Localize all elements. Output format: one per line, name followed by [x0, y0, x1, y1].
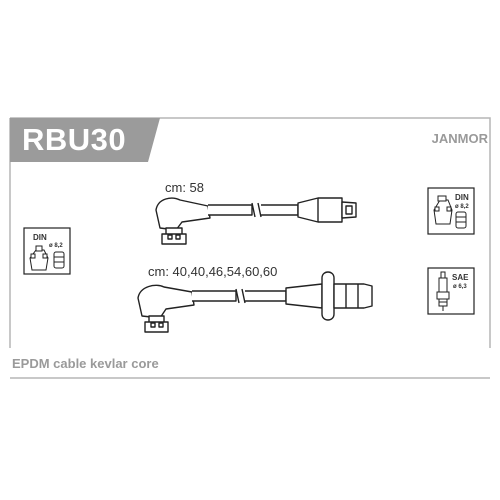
distributor-badge: DIN ø 8,2	[23, 227, 71, 275]
header-bar	[10, 118, 148, 162]
coil-badge: DIN ø 8,2	[427, 187, 475, 235]
header-bar-notch	[148, 118, 160, 162]
top-cable	[155, 197, 357, 245]
cable-description: EPDM cable kevlar core	[12, 356, 159, 371]
plug-standard-label: SAE	[452, 273, 469, 282]
plug-size-label: ø 6,3	[453, 284, 467, 290]
spark-plug-badge: SAE ø 6,3	[427, 267, 475, 315]
bottom-cable	[137, 271, 373, 333]
bottom-cable-lengths: cm: 40,40,46,54,60,60	[148, 264, 278, 279]
coil-standard-label: DIN	[455, 193, 469, 202]
distributor-size-label: ø 8,2	[49, 243, 63, 249]
part-number: RBU30	[22, 122, 127, 157]
coil-size-label: ø 8,2	[455, 204, 469, 210]
top-cable-length: cm: 58	[165, 180, 205, 195]
distributor-standard-label: DIN	[33, 233, 47, 242]
brand-name: JANMOR	[431, 131, 488, 146]
